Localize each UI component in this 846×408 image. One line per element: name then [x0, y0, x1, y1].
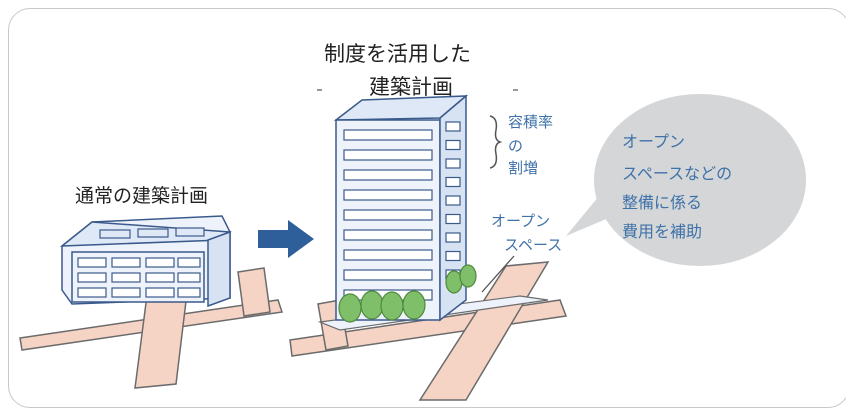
side-window [445, 195, 461, 206]
title-line-2: 建築計画 [369, 75, 453, 99]
side-window [445, 158, 461, 169]
speech-bubble [566, 94, 806, 266]
window-band [343, 149, 433, 161]
open-space-label-2: スペース [504, 236, 563, 254]
side-window [445, 176, 461, 188]
bubble-line-3: 整備に係る [622, 193, 703, 212]
floor-area-label-1: 容積率 [508, 113, 554, 131]
window-band [343, 189, 433, 201]
normal-plan-label: 通常の建築計画 [75, 185, 209, 207]
window-band [343, 249, 433, 261]
window-band [343, 209, 433, 221]
side-window [445, 250, 461, 262]
arrow-icon [258, 220, 314, 258]
floor-area-label-3: 割増 [508, 159, 539, 177]
brace-icon [489, 115, 503, 169]
window-band [343, 129, 433, 141]
window-band [343, 269, 433, 281]
bubble-line-4: 費用を補助 [622, 222, 703, 241]
floor-area-label-2: の [508, 137, 524, 155]
left-building-windows [77, 227, 205, 298]
side-window [445, 139, 461, 151]
side-window [445, 213, 461, 225]
bubble-line-2: スペースなどの [622, 164, 733, 183]
title-line-1: 制度を活用した [324, 42, 471, 66]
open-space-leader [481, 255, 515, 293]
window-band [343, 169, 433, 181]
side-window [445, 121, 461, 132]
open-space-label-1: オープン [491, 212, 551, 230]
trees [338, 264, 477, 323]
side-window [445, 232, 461, 243]
bubble-line-1: オープン [622, 132, 686, 151]
window-band [343, 229, 433, 241]
